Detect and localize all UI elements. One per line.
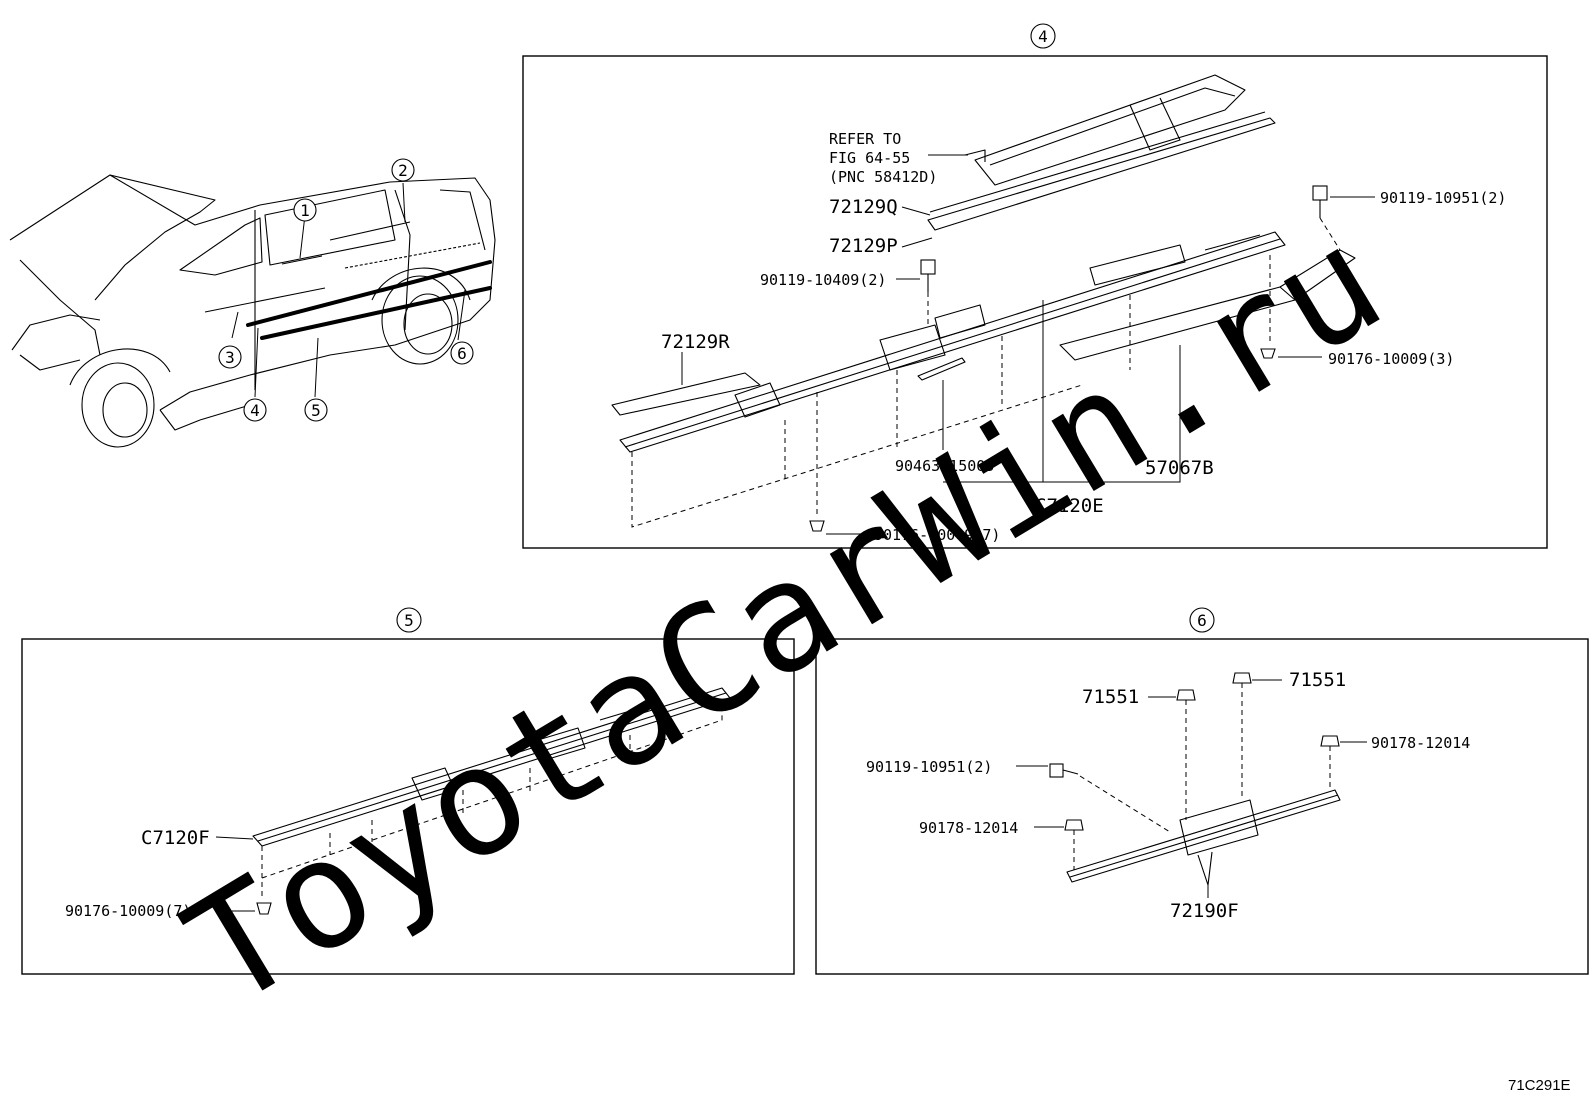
label-72190f: 72190F	[1170, 900, 1239, 922]
panel-6-number: 6	[1197, 611, 1207, 630]
label-c7120f: C7120F	[141, 827, 210, 849]
callout-1: 1	[293, 198, 317, 222]
label-90176-10009-3: 90176-10009(3)	[1328, 350, 1454, 368]
label-90463-15003: 90463-15003	[895, 457, 994, 475]
label-90178-12014-near: 90178-12014	[919, 819, 1018, 837]
callout-4: 4	[243, 398, 267, 422]
svg-text:3: 3	[225, 348, 235, 367]
svg-text:4: 4	[250, 401, 260, 420]
callout-5: 5	[304, 398, 328, 422]
callout-3: 3	[218, 345, 242, 369]
label-90119-10951: 90119-10951(2)	[866, 758, 992, 776]
label-90176-10009-7: 90176-10009(7)	[874, 526, 1000, 544]
bolt-90119-10951-icon	[1049, 763, 1079, 778]
panel-5-number: 5	[404, 611, 414, 630]
clip-90176-right-icon	[1260, 348, 1276, 359]
label-72129q: 72129Q	[829, 196, 898, 218]
refer-line-2: FIG 64-55	[829, 149, 910, 167]
svg-text:2: 2	[398, 161, 408, 180]
label-71551-left: 71551	[1082, 686, 1139, 708]
panel-6: 6	[815, 607, 1589, 975]
label-72129p: 72129P	[829, 235, 898, 257]
svg-text:5: 5	[311, 401, 321, 420]
nut-90178-near-icon	[1064, 819, 1084, 831]
panel-4: 4	[522, 23, 1548, 549]
panel-5-frame	[21, 638, 795, 975]
refer-line-3: (PNC 58412D)	[829, 168, 937, 186]
bolt-90119-10409-icon	[920, 259, 936, 292]
bolt-90119-10951-icon	[1312, 185, 1328, 218]
label-71551-right: 71551	[1289, 669, 1346, 691]
nut-71551-right-icon	[1232, 672, 1252, 684]
callout-6: 6	[450, 341, 474, 365]
label-90119-10409: 90119-10409(2)	[760, 271, 886, 289]
panel-4-frame	[522, 55, 1548, 549]
callout-2: 2	[391, 158, 415, 182]
label-90119-10951: 90119-10951(2)	[1380, 189, 1506, 207]
nut-90178-far-icon	[1320, 735, 1340, 747]
svg-text:6: 6	[457, 344, 467, 363]
nut-71551-left-icon	[1176, 689, 1196, 701]
vehicle-overview: 1 2 3 4 5 6	[9, 158, 496, 448]
label-72129r: 72129R	[661, 331, 730, 353]
label-c7120e: C7120E	[1035, 495, 1104, 517]
label-57067b: 57067B	[1145, 457, 1214, 479]
label-90178-12014-far: 90178-12014	[1371, 734, 1470, 752]
clip-90176-bottom-icon	[809, 520, 825, 532]
panel-5: 5 C7120F 90176-10009(7)	[21, 607, 795, 975]
refer-line-1: REFER TO	[829, 130, 901, 148]
label-90176-10009: 90176-10009(7)	[65, 902, 191, 920]
panel-6-frame	[815, 638, 1589, 975]
panel-4-number: 4	[1038, 27, 1048, 46]
figure-code: 71C291E	[1508, 1077, 1571, 1094]
svg-text:1: 1	[300, 201, 310, 220]
clip-90176-10009-icon	[256, 902, 272, 915]
